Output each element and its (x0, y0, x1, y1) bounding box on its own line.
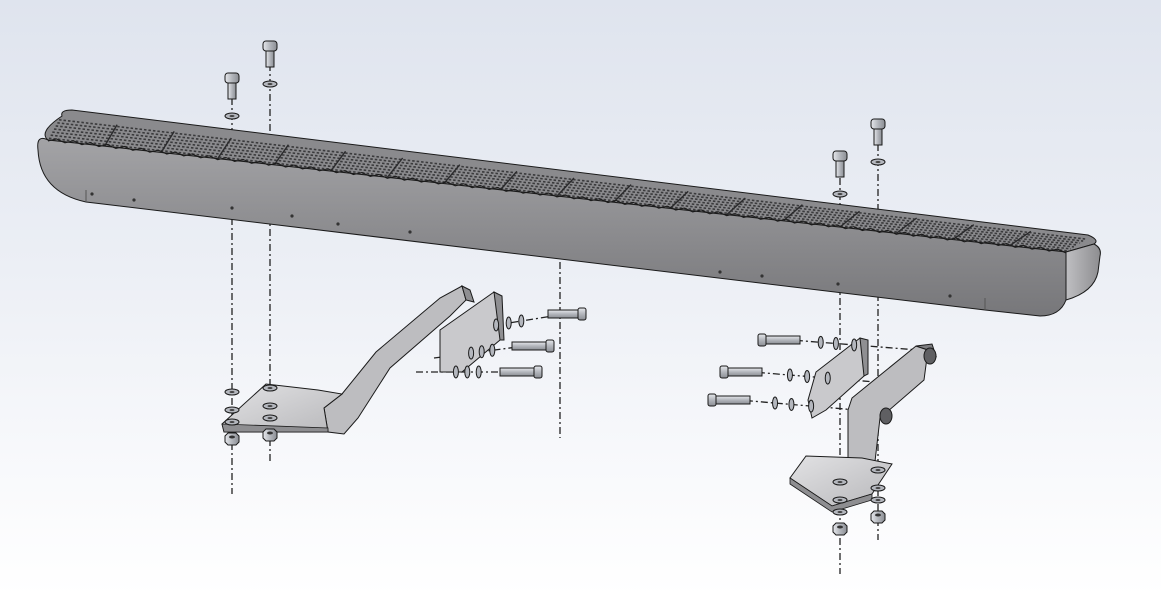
lock-washer (870, 496, 886, 504)
flat-washer (817, 335, 824, 349)
carriage-bolt (262, 40, 278, 68)
hex-bolt (547, 307, 587, 321)
flat-washer (224, 112, 240, 120)
flat-washer (489, 343, 496, 357)
fastener-hardware (224, 40, 937, 536)
flat-washer (518, 314, 525, 328)
running-board-tread[interactable] (37, 109, 1101, 317)
flat-washer (452, 365, 459, 379)
plate-hole (870, 466, 886, 474)
side-mount-holes (90, 192, 952, 298)
tread-grip-pattern (47, 118, 1087, 254)
hex-nut (923, 347, 937, 365)
tread-side-face (37, 137, 1067, 317)
flat-washer (224, 406, 240, 414)
lock-washer (832, 508, 848, 516)
bracket-left-arm (323, 285, 467, 435)
lock-washer (478, 345, 485, 359)
hex-nut (832, 522, 848, 536)
mounting-bracket-left[interactable] (221, 285, 505, 435)
hex-bolt (499, 365, 543, 379)
flat-washer (772, 396, 779, 410)
hex-nut (879, 407, 893, 425)
flat-washer (475, 365, 482, 379)
hex-bolt (707, 393, 751, 407)
flat-washer (262, 402, 278, 410)
plate-hole (224, 388, 240, 396)
mounting-bracket-right[interactable] (789, 337, 937, 513)
carriage-bolt (224, 72, 240, 100)
flat-washer (804, 369, 811, 383)
hex-bolt (511, 339, 555, 353)
flat-washer (832, 496, 848, 504)
flat-washer (832, 337, 839, 351)
flat-washer (262, 80, 278, 88)
flat-washer (464, 365, 471, 379)
flat-washer (870, 158, 886, 166)
lock-washer (224, 418, 240, 426)
hex-nut (870, 510, 886, 524)
flat-washer (493, 318, 500, 332)
flat-washer (788, 397, 795, 411)
flat-washer (851, 338, 858, 352)
flat-washer (505, 316, 512, 330)
hex-bolt (719, 365, 763, 379)
hex-bolt (757, 333, 801, 347)
flat-washer (468, 346, 475, 360)
hex-nut (224, 432, 240, 446)
plate-hole (832, 478, 848, 486)
flat-washer (870, 484, 886, 492)
tread-end-cap (1065, 243, 1101, 301)
carriage-bolt (832, 150, 848, 178)
flat-washer (824, 371, 831, 385)
hex-nut (262, 428, 278, 442)
flat-washer (832, 190, 848, 198)
flat-washer (786, 368, 793, 382)
flat-washer (808, 399, 815, 413)
plate-hole (262, 384, 278, 392)
carriage-bolt (870, 118, 886, 146)
lock-washer (262, 414, 278, 422)
